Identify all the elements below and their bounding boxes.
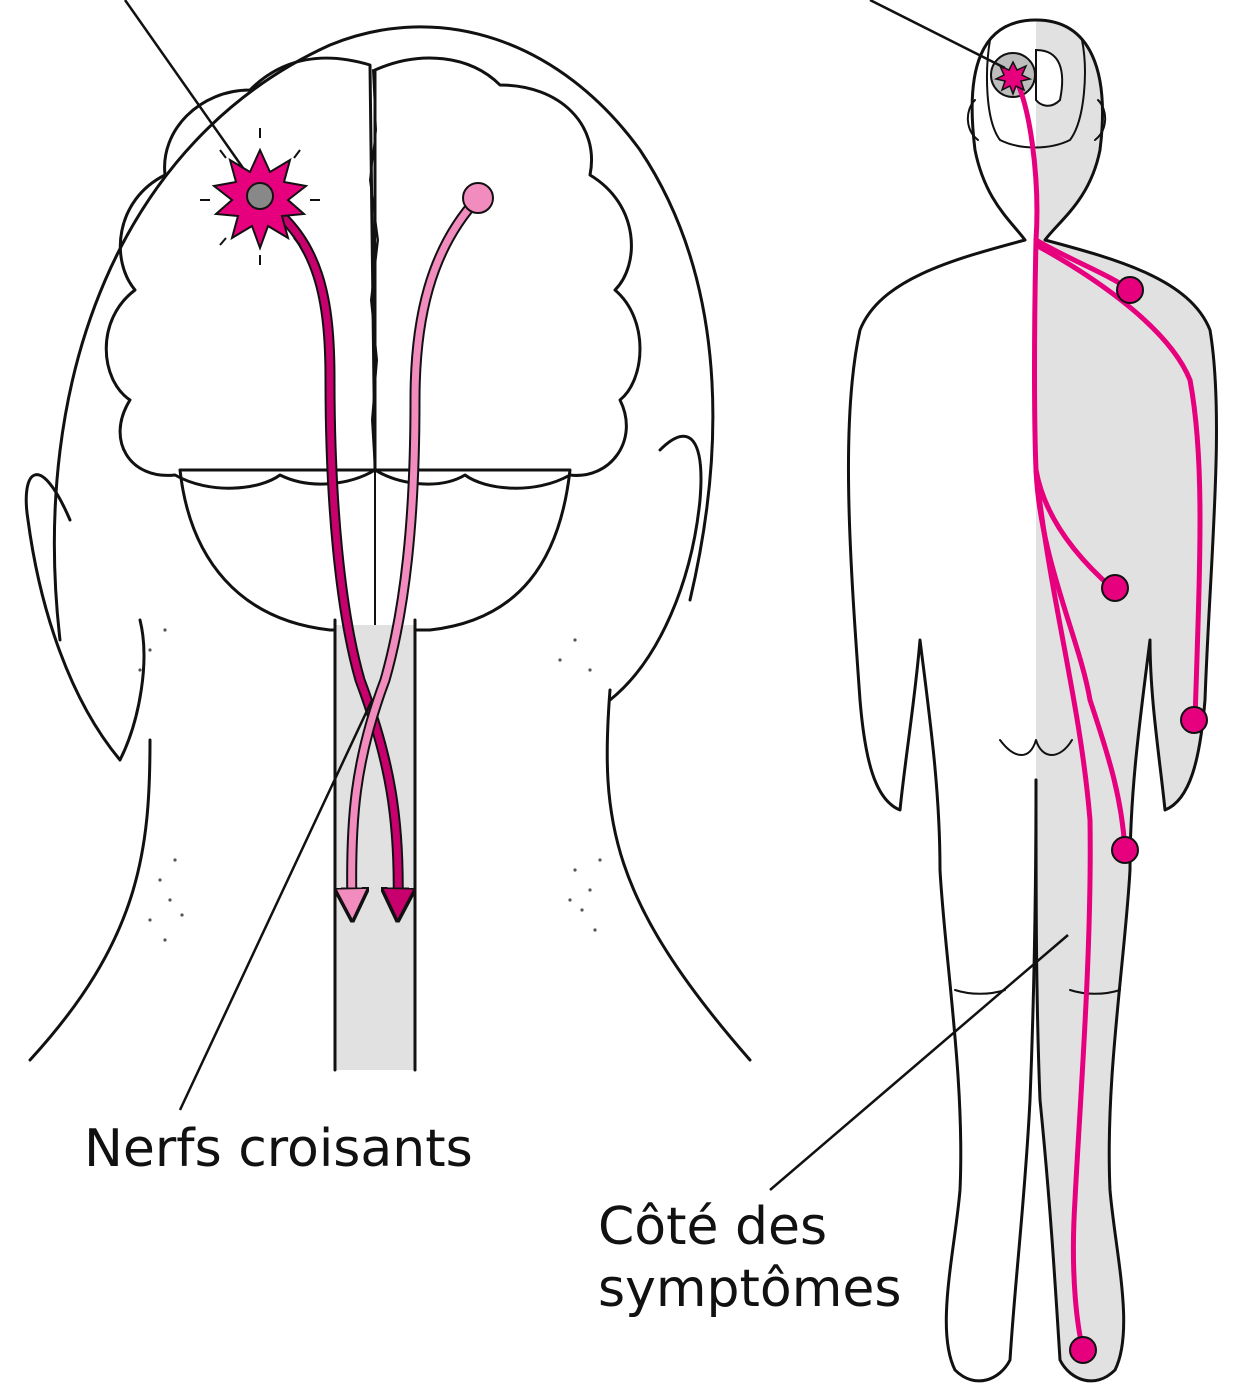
body-rear-view: [770, 0, 1216, 1381]
symptom-side-label-line1: Côté des: [598, 1196, 901, 1258]
symptom-dot-thigh: [1112, 837, 1138, 863]
body-lesion-leader-line: [870, 0, 1005, 68]
neck-left: [30, 740, 150, 1060]
left-ear: [26, 475, 144, 760]
symptom-side-label: Côté des symptômes: [598, 1196, 901, 1320]
lesion-leader-line: [125, 0, 243, 168]
symptom-side-shading: [1036, 20, 1217, 1381]
symptom-dot-hand: [1181, 707, 1207, 733]
symptom-dot-foot: [1070, 1337, 1096, 1363]
symptom-side-label-line2: symptômes: [598, 1258, 901, 1320]
neck-right: [607, 690, 750, 1060]
skull-outline: [54, 27, 712, 640]
head-rear-view: [26, 0, 750, 1110]
symptom-dot-back: [1102, 575, 1128, 601]
origin-dot: [463, 183, 493, 213]
symptom-side-leader-line: [770, 935, 1068, 1190]
crossing-nerves-label: Nerfs croisants: [84, 1118, 473, 1180]
right-ear: [610, 436, 701, 700]
symptom-dot-shoulder: [1117, 277, 1143, 303]
body-outline: [848, 20, 1036, 1381]
